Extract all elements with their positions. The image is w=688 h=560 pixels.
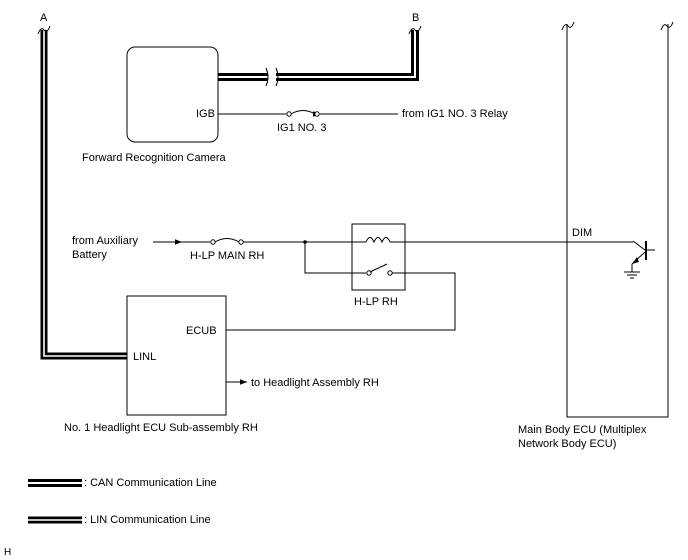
- marker-b-label: B: [412, 12, 419, 24]
- relay-switch: [352, 263, 405, 276]
- relay-label: H-LP RH: [354, 296, 398, 308]
- source-aux-battery-line2: Battery: [72, 249, 107, 261]
- headlight-ecu-name: No. 1 Headlight ECU Sub-assembly RH: [64, 422, 258, 434]
- headlight-ecu-box: [126, 295, 227, 416]
- source-aux-battery-line1: from Auxiliary: [72, 235, 139, 247]
- marker-a-label: A: [40, 12, 48, 24]
- relay-hlp-rh-box: [351, 223, 406, 291]
- relay-coil: [352, 237, 405, 244]
- legend-can-label: : CAN Communication Line: [84, 477, 217, 489]
- output-headlight-assembly: to Headlight Assembly RH: [251, 377, 379, 389]
- main-body-ecu-pin-dim: DIM: [572, 227, 592, 239]
- fuse-hlp-label: H-LP MAIN RH: [190, 250, 264, 262]
- main-body-ecu-name-line1: Main Body ECU (Multiplex: [518, 424, 647, 436]
- fuse-hlp-main-rh: [210, 238, 244, 245]
- headlight-ecu-pin-linl: LINL: [133, 351, 156, 363]
- camera-pin-igb: IGB: [196, 108, 215, 120]
- lin-line-a: [37, 25, 127, 360]
- forward-recognition-camera-box: [126, 46, 219, 143]
- source-ig1-relay: from IG1 NO. 3 Relay: [402, 108, 508, 120]
- ecub-wire: [226, 272, 456, 331]
- footer-code: H: [4, 547, 11, 558]
- legend-lin-label: : LIN Communication Line: [84, 514, 211, 526]
- can-line-b: [218, 25, 422, 87]
- relay-switch-feed-wire: [304, 242, 365, 274]
- camera-name: Forward Recognition Camera: [82, 152, 227, 164]
- main-body-ecu-box: [566, 24, 669, 418]
- fuse-ig1-label: IG1 NO. 3: [277, 122, 327, 134]
- dim-transistor: [624, 240, 655, 279]
- fuse-ig1-no3: [286, 110, 320, 117]
- main-body-ecu-name-line2: Network Body ECU): [518, 438, 616, 450]
- headlight-ecu-pin-ecub: ECUB: [186, 325, 217, 337]
